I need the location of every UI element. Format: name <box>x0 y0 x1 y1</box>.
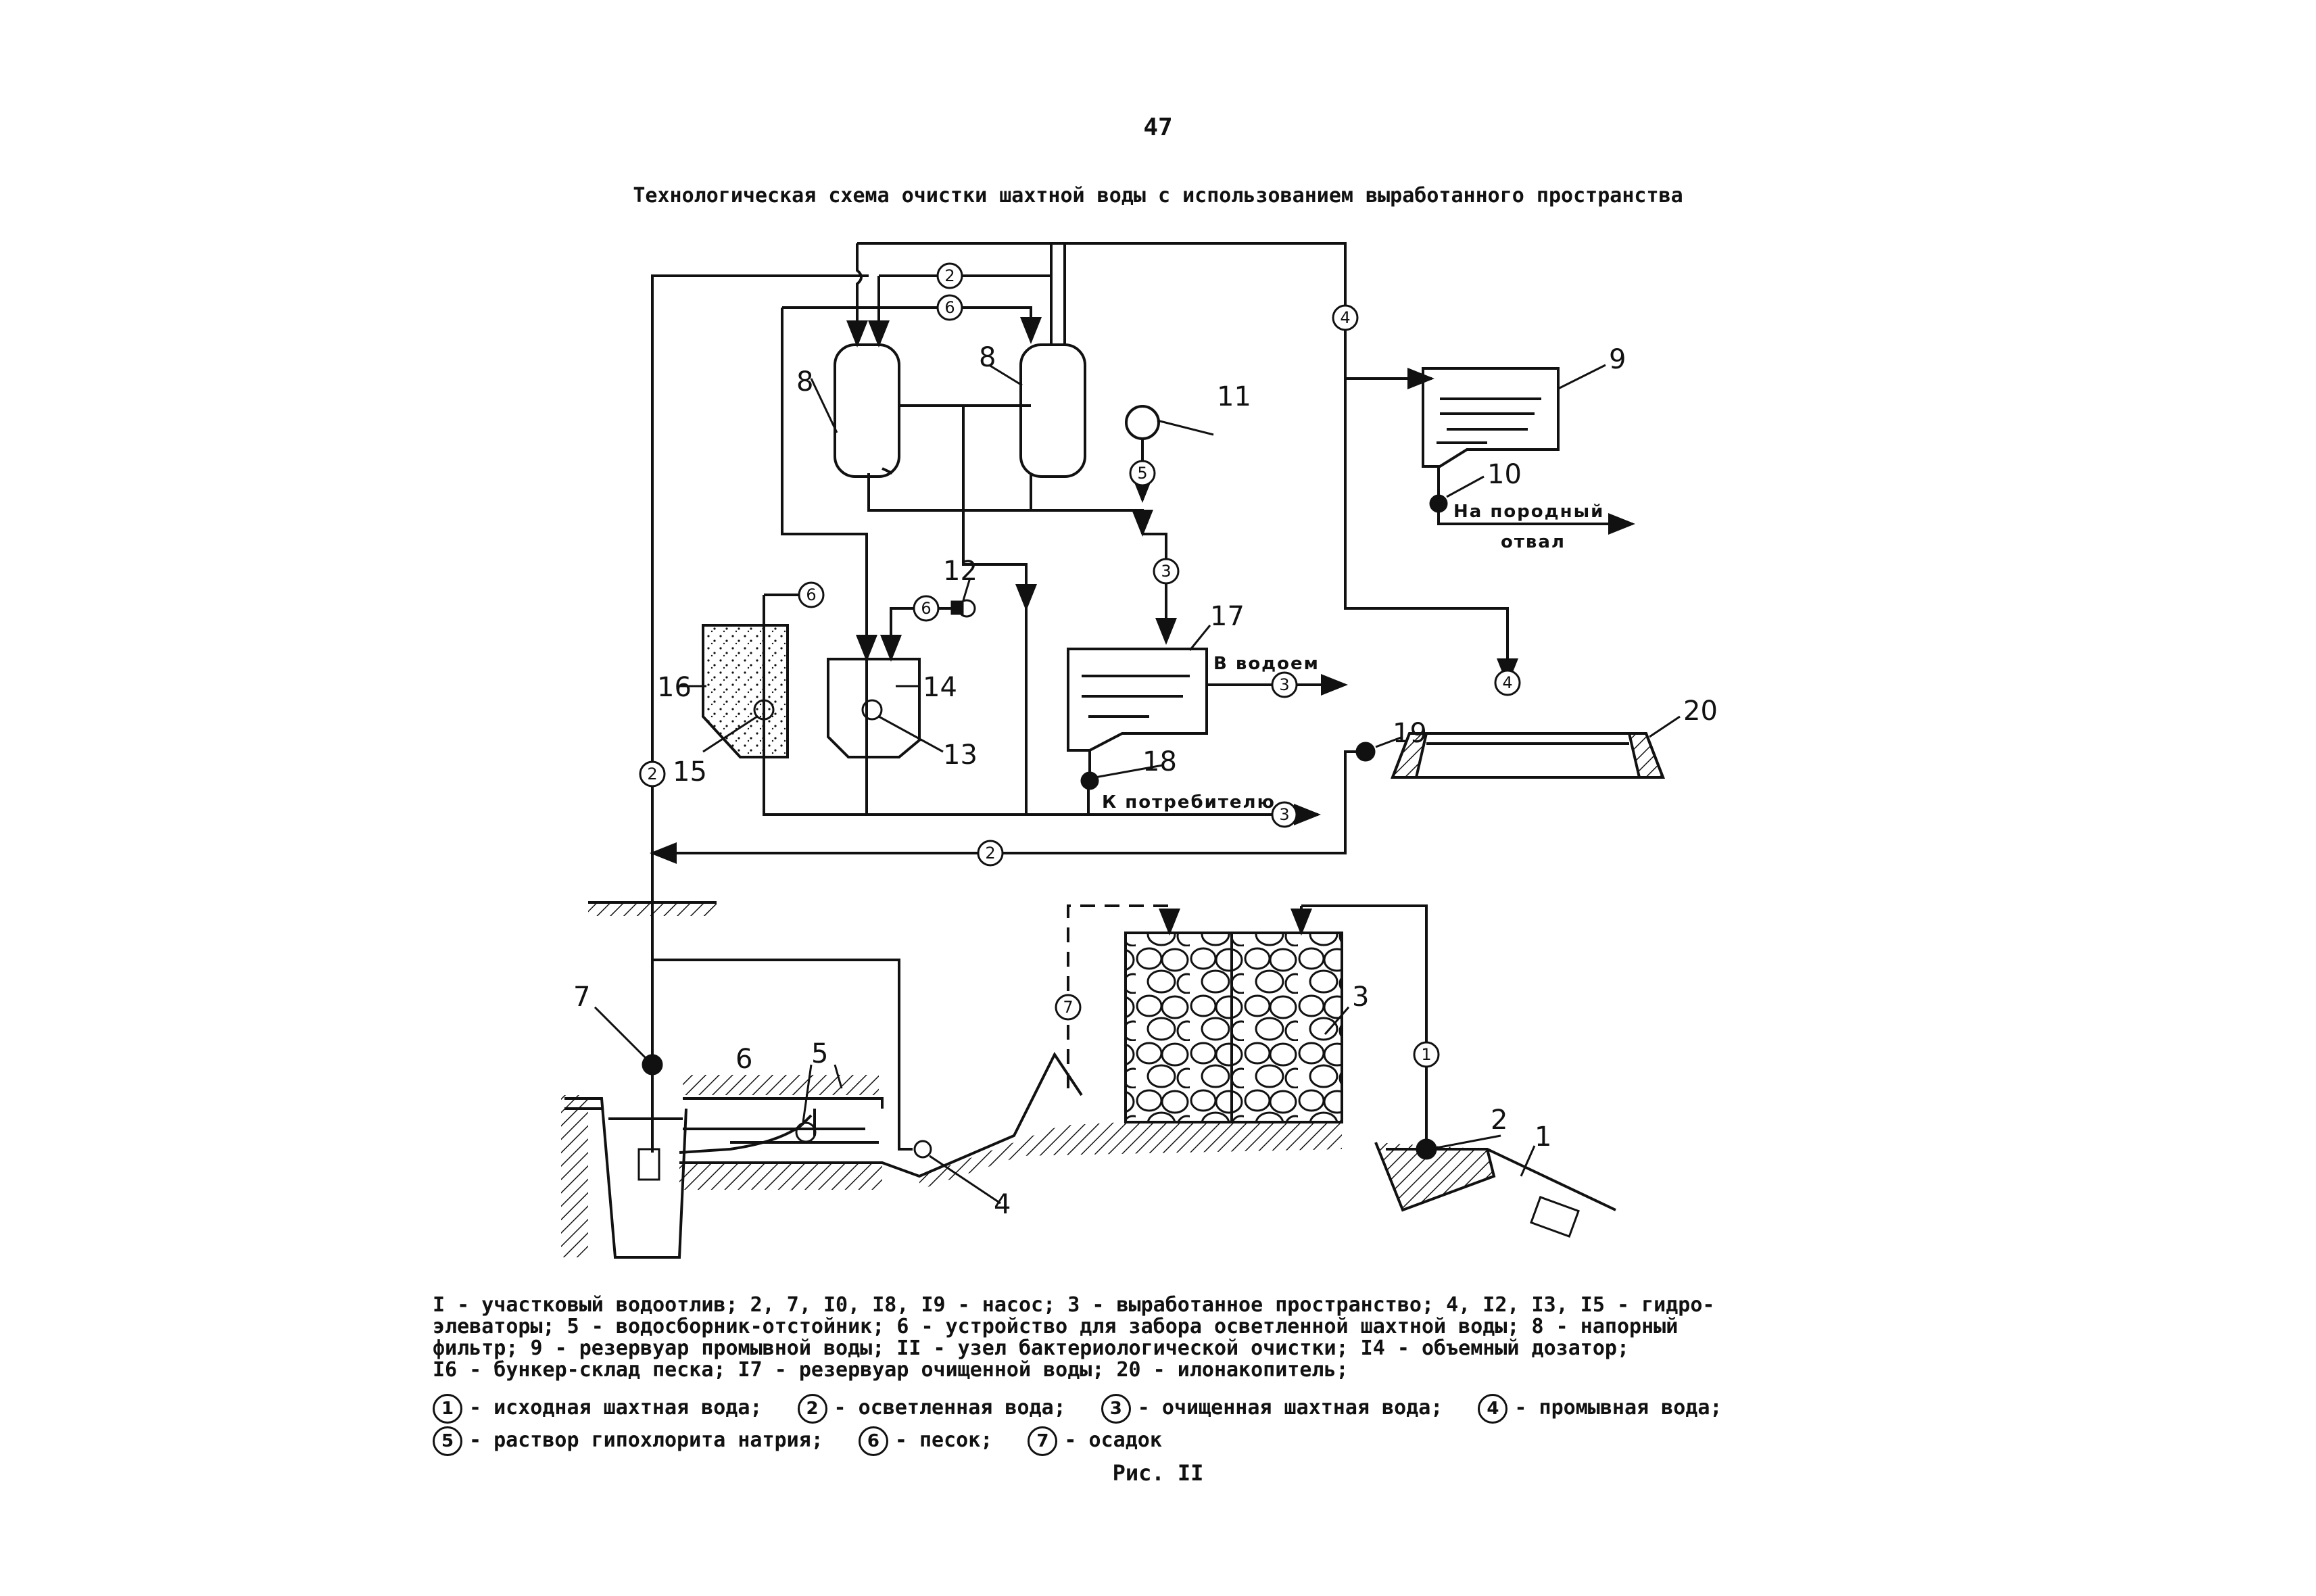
flow-mark-4-pond: 4 <box>1494 669 1521 696</box>
svg-text:6: 6 <box>921 599 931 618</box>
flow-key: 2- осветленная вода; <box>797 1392 1066 1424</box>
label-to-water-body: В водоем <box>1213 654 1320 674</box>
pump-19 <box>1355 742 1376 762</box>
svg-text:2: 2 <box>985 844 995 863</box>
pump-7 <box>642 1054 663 1075</box>
hydroelevator-13 <box>861 699 883 721</box>
legend-line: I - участковый водоотлив; 2, 7, I0, I8, … <box>433 1293 1715 1317</box>
label-19: 19 <box>1393 718 1427 749</box>
label-20: 20 <box>1683 696 1718 727</box>
label-5: 5 <box>811 1038 828 1069</box>
svg-text:4: 4 <box>1340 308 1350 327</box>
figure-caption: Рис. II <box>1112 1460 1204 1486</box>
svg-text:3: 3 <box>1279 675 1289 694</box>
flow-mark-6-doser: 6 <box>913 595 940 622</box>
label-8-right: 8 <box>979 342 996 373</box>
label-10: 10 <box>1487 459 1522 490</box>
label-18: 18 <box>1142 746 1177 777</box>
flow-mark-5: 5 <box>1129 460 1156 487</box>
label-8-left: 8 <box>796 366 813 397</box>
pressure-filter-right <box>1019 343 1086 478</box>
label-to-waste-dump-2: отвал <box>1501 532 1566 552</box>
flow-mark-2-return: 2 <box>977 840 1004 867</box>
flow-legend: 1- исходная шахтная вода; 2- осветленная… <box>433 1392 1920 1457</box>
svg-text:3: 3 <box>1279 805 1289 824</box>
svg-text:6: 6 <box>944 298 955 317</box>
svg-text:7: 7 <box>1063 998 1073 1017</box>
flow-key: 7- осадок <box>1028 1424 1162 1457</box>
label-13: 13 <box>943 740 978 771</box>
svg-text:5: 5 <box>1137 464 1147 483</box>
page-title: Технологическая схема очистки шахтной во… <box>633 184 1683 208</box>
label-6: 6 <box>735 1044 752 1075</box>
flow-key: 3- очищенная шахтная вода; <box>1101 1392 1443 1424</box>
label-7: 7 <box>573 982 590 1013</box>
label-11: 11 <box>1217 381 1251 412</box>
hydroelevator-4 <box>913 1140 932 1159</box>
pressure-filter-left <box>834 343 900 478</box>
flow-mark-3-out: 3 <box>1271 671 1298 698</box>
flow-key: 4- промывная вода; <box>1478 1392 1722 1424</box>
svg-text:1: 1 <box>1421 1045 1431 1064</box>
page-number: 47 <box>1143 114 1173 141</box>
flow-mark-3-down: 3 <box>1153 558 1180 585</box>
flow-mark-6-top: 6 <box>936 294 963 321</box>
sand-bunker <box>702 624 789 758</box>
flow-key: 5- раствор гипохлорита натрия; <box>433 1424 823 1457</box>
flow-key: 6- песок; <box>858 1424 992 1457</box>
label-4: 4 <box>994 1189 1011 1220</box>
pump-10 <box>1429 494 1448 513</box>
clean-water-reservoir <box>1067 648 1208 752</box>
flow-mark-3-consumer: 3 <box>1271 801 1298 828</box>
label-14: 14 <box>923 672 957 703</box>
svg-text:3: 3 <box>1161 562 1171 581</box>
flow-mark-4-right: 4 <box>1332 304 1359 331</box>
label-15: 15 <box>673 756 707 788</box>
hydroelevator-15 <box>753 699 775 721</box>
svg-text:2: 2 <box>944 266 955 285</box>
svg-text:6: 6 <box>806 585 816 604</box>
label-17: 17 <box>1210 601 1245 632</box>
legend: I - участковый водоотлив; 2, 7, I0, I8, … <box>433 1295 1920 1457</box>
pump-18 <box>1080 771 1099 790</box>
volume-doser <box>827 658 921 758</box>
label-16: 16 <box>657 672 692 703</box>
flow-mark-1: 1 <box>1413 1041 1440 1068</box>
label-to-consumer: К потребителю <box>1102 792 1276 813</box>
legend-line: I6 - бункер-склад песка; I7 - резервуар … <box>433 1358 1349 1382</box>
label-2: 2 <box>1491 1105 1507 1136</box>
worked-out-space <box>1124 932 1343 1123</box>
svg-text:4: 4 <box>1502 673 1512 692</box>
legend-line: элеваторы; 5 - водосборник-отстойник; 6 … <box>433 1315 1679 1338</box>
flow-mark-6-bunker: 6 <box>798 581 825 608</box>
clarified-water-riser <box>651 274 869 940</box>
flow-mark-2-top: 2 <box>936 262 963 289</box>
label-to-waste-dump-1: На породный <box>1453 502 1604 522</box>
legend-line: фильтр; 9 - резервуар промывной воды; II… <box>433 1336 1630 1360</box>
bacterial-treatment-unit <box>1125 405 1160 440</box>
label-12: 12 <box>943 556 978 587</box>
flow-markers: 2 6 4 5 3 6 6 3 4 2 3 2 7 1 <box>639 262 1521 1068</box>
sludge-pond <box>1391 732 1665 779</box>
label-3: 3 <box>1352 982 1369 1013</box>
flow-mark-7: 7 <box>1055 994 1082 1021</box>
label-1: 1 <box>1535 1121 1551 1153</box>
flow-mark-2-left: 2 <box>639 760 666 788</box>
label-9: 9 <box>1609 344 1626 375</box>
pump-2 <box>1416 1138 1437 1160</box>
svg-text:2: 2 <box>647 765 657 783</box>
intake-device-6 <box>795 1121 817 1143</box>
flow-key: 1- исходная шахтная вода; <box>433 1392 762 1424</box>
wash-water-reservoir <box>1422 367 1560 468</box>
